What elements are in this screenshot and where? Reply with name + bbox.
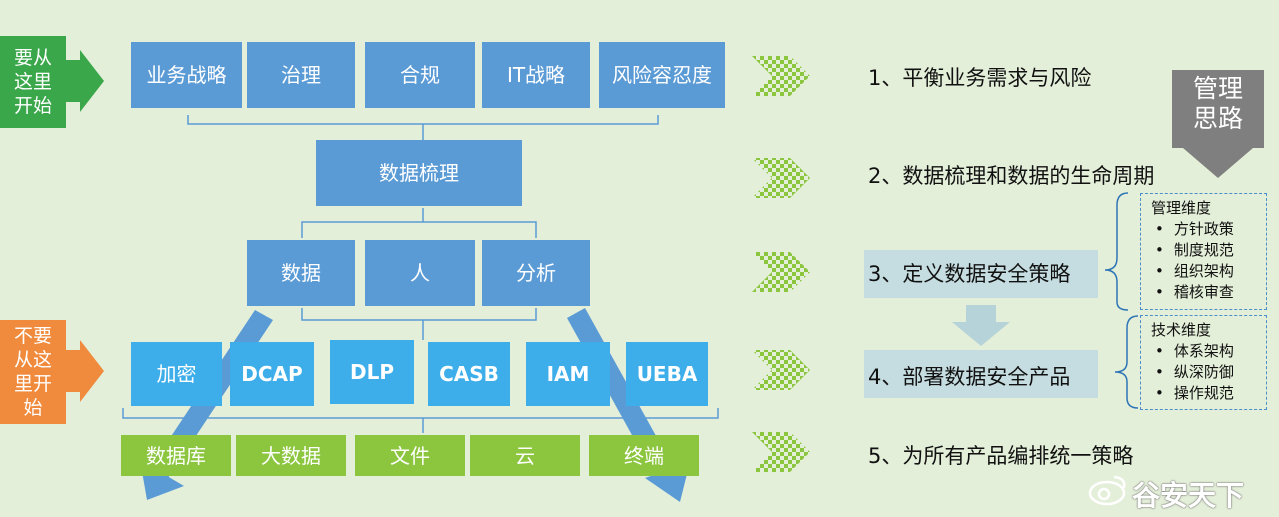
platform-cloud: 云: [470, 435, 580, 476]
checker-arrow-1: [752, 56, 810, 96]
management-dimension-box: 管理维度 方针政策 制度规范 组织架构 稽核审查: [1140, 193, 1267, 310]
step-4-highlight: [864, 350, 1098, 398]
box-compliance: 合规: [365, 42, 475, 108]
step-2: 2、数据梳理和数据的生命周期: [868, 164, 1155, 188]
product-dlp: DLP: [330, 340, 414, 404]
management-dimension-title: 管理维度: [1151, 199, 1212, 217]
step-5: 5、为所有产品编排统一策略: [868, 444, 1134, 468]
management-thinking-label: 管理思路: [1192, 74, 1243, 133]
platform-database: 数据库: [121, 435, 231, 476]
technical-dimension-title: 技术维度: [1151, 321, 1212, 339]
technical-dimension-box: 技术维度 体系架构 纵深防御 操作规范: [1140, 315, 1267, 410]
technical-dimension-item: 操作规范: [1149, 383, 1260, 404]
checker-arrow-2: [752, 158, 810, 198]
platform-files: 文件: [355, 435, 465, 476]
box-data: 数据: [247, 240, 355, 306]
product-encryption: 加密: [131, 342, 222, 406]
box-risk-tolerance: 风险容忍度: [599, 42, 725, 108]
technical-dimension-brace: [1114, 315, 1139, 409]
box-data-sorting: 数据梳理: [316, 140, 522, 206]
not-start-here-arrow-icon: [66, 340, 104, 402]
box-it-strategy: IT战略: [482, 42, 590, 108]
product-casb: CASB: [428, 342, 510, 406]
checker-arrow-3: [752, 252, 810, 292]
watermark-text: 谷安天下: [1132, 479, 1245, 512]
management-dimension-item: 制度规范: [1149, 240, 1260, 261]
middle-bracket: [301, 208, 537, 238]
step-down-arrow: [952, 305, 1010, 346]
technical-dimension-item: 纵深防御: [1149, 362, 1260, 383]
step-4: 4、部署数据安全产品: [868, 365, 1071, 389]
management-dimension-item: 组织架构: [1149, 261, 1260, 282]
product-dcap: DCAP: [230, 342, 314, 406]
management-dimension-item: 方针政策: [1149, 219, 1260, 240]
checker-arrow-4: [752, 350, 810, 390]
top-row-bracket: [187, 115, 659, 140]
platform-big-data: 大数据: [236, 435, 346, 476]
products-bracket: [122, 408, 719, 433]
start-here-arrow-icon: [66, 50, 104, 112]
step-3: 3、定义数据安全策略: [868, 262, 1071, 286]
step-3-highlight: [864, 250, 1098, 298]
box-business-strategy: 业务战略: [131, 42, 242, 108]
product-ueba: UEBA: [626, 342, 708, 406]
management-dimension-item: 稽核审查: [1149, 282, 1260, 303]
box-analysis: 分析: [482, 240, 590, 306]
management-dimension-brace: [1104, 192, 1129, 311]
management-arrow-shape: [1172, 70, 1264, 178]
technical-dimension-item: 体系架构: [1149, 341, 1260, 362]
not-start-here-tag: 不要从这里开始: [0, 320, 66, 424]
not-start-here-label: 不要从这里开始: [13, 325, 52, 419]
checker-arrow-5: [752, 432, 810, 472]
product-iam: IAM: [526, 342, 610, 406]
start-here-tag: 要从这里开始: [0, 36, 66, 128]
box-people: 人: [365, 240, 475, 306]
start-here-label: 要从这里开始: [13, 47, 52, 117]
third-row-bracket: [301, 308, 537, 340]
watermark-logo: [1088, 475, 1126, 506]
box-governance: 治理: [247, 42, 355, 108]
step-1: 1、平衡业务需求与风险: [868, 66, 1092, 90]
platform-endpoint: 终端: [589, 435, 699, 476]
